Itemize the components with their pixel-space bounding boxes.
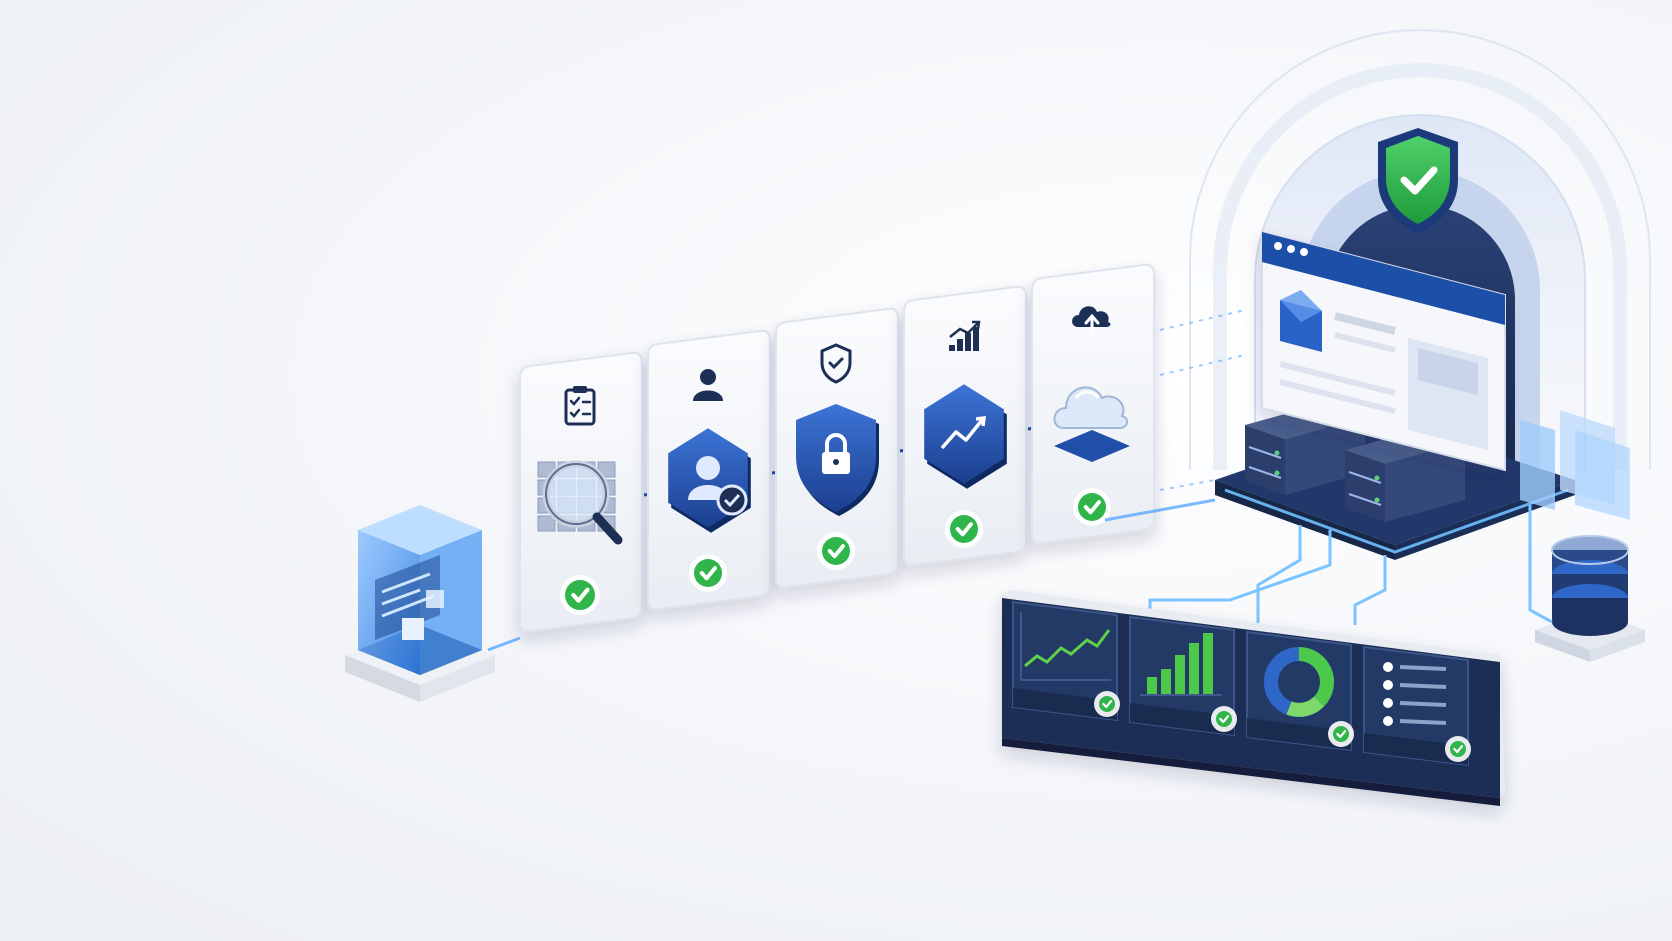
- dashboard-panel: [1363, 645, 1471, 767]
- source-link: [487, 498, 1216, 652]
- pipeline-stage-card: [647, 329, 771, 611]
- source-code-cube: [345, 505, 495, 702]
- user-icon: [693, 369, 723, 401]
- pipeline-stage-card: [903, 285, 1027, 567]
- bar-chart-icon: [1140, 633, 1222, 696]
- line-chart-icon: [1020, 612, 1111, 681]
- status-check-icon: [1445, 736, 1471, 762]
- dashboard-panel: [1246, 630, 1354, 752]
- code-cube-icon: [375, 555, 444, 640]
- status-check-icon: [1328, 721, 1354, 747]
- browser-window-icon: [1261, 230, 1506, 472]
- shield-check-icon: [1378, 128, 1458, 234]
- pipeline-stage-card: [775, 307, 899, 589]
- database-icon: [1535, 535, 1645, 662]
- status-check-icon: [817, 532, 855, 570]
- status-check-icon: [945, 510, 983, 548]
- lock-shield-icon: [796, 404, 879, 516]
- status-check-icon: [1094, 691, 1120, 717]
- donut-chart-icon: [1264, 647, 1334, 717]
- status-check-icon: [560, 575, 600, 615]
- trend-hexagon-icon: [924, 384, 1007, 489]
- cloud-server-icon: [1053, 386, 1130, 462]
- glass-panels: [1520, 410, 1630, 520]
- dashboard-panel: [1129, 615, 1237, 737]
- status-check-icon: [689, 554, 727, 592]
- connection-lines: [1148, 309, 1553, 625]
- cloud-upload-icon: [1072, 306, 1111, 335]
- dashboard-panels: [1012, 600, 1471, 767]
- pipeline-stages: [487, 263, 1216, 652]
- list-icon: [1383, 662, 1447, 726]
- clipboard-checklist-icon: [564, 386, 596, 426]
- magnifier-grid-icon: [537, 460, 623, 545]
- shield-check-icon: [820, 343, 852, 384]
- pipeline-stage-card: [1031, 263, 1155, 545]
- dashboard-panel: [1012, 600, 1120, 722]
- user-shield-icon: [668, 428, 751, 533]
- status-check-icon: [1211, 706, 1237, 732]
- status-check-icon: [1073, 488, 1111, 526]
- bar-chart-up-icon: [949, 320, 981, 351]
- pipeline-stage-card: [519, 351, 643, 633]
